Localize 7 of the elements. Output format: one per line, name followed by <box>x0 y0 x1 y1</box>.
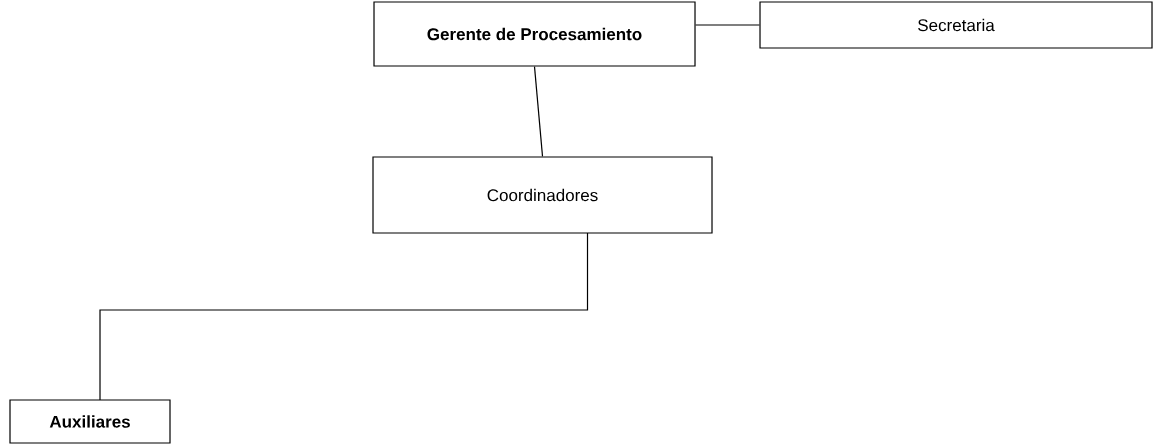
connector-line <box>99 232 589 401</box>
connector-line <box>533 66 544 157</box>
org-box: Secretaria <box>759 1 1153 49</box>
org-box: Auxiliares <box>9 399 171 444</box>
org-box: Coordinadores <box>372 156 713 234</box>
org-box: Gerente de Procesamiento <box>373 1 696 67</box>
connector-line <box>695 24 760 26</box>
